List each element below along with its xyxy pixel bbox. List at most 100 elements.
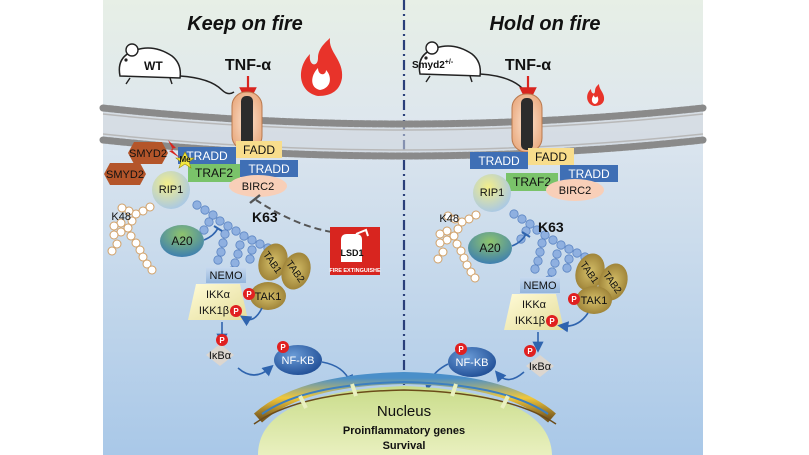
tnf-receptor-right [511,93,543,153]
mouse-label: WT [144,59,163,73]
ikba-right: IκBα [526,355,554,377]
svg-text:P: P [549,317,555,326]
tab1-right: TAB1 [575,253,605,291]
svg-text:RIP1: RIP1 [159,184,183,196]
svg-text:RIP1: RIP1 [480,187,504,199]
svg-text:FADD: FADD [243,143,275,157]
traf2: TRAF2 [188,164,240,182]
svg-text:SMYD2: SMYD2 [129,148,167,160]
svg-text:NF-KB: NF-KB [456,357,489,369]
k63-chain [192,200,273,276]
phospho-nfkb: P [277,341,289,353]
nemo-right: NEMO [520,277,560,293]
fadd: FADD [236,141,282,158]
smyd2-bottom: SMYD2 [104,163,146,185]
svg-text:TRAF2: TRAF2 [513,175,551,189]
phospho-tak1: P [243,288,255,300]
phospho-nfkb-right: P [455,343,467,355]
nucleus [253,371,557,455]
svg-text:IKK1β: IKK1β [199,305,229,317]
svg-text:IκBα: IκBα [529,361,552,373]
lightning-icon [168,140,180,158]
a20-inhibition [203,227,219,241]
ikba-nfkb-arrow [237,364,274,377]
svg-text:IKKα: IKKα [522,299,547,311]
lsd1-extinguisher: LSD1 FIRE EXTINGUISHE [329,227,381,275]
nemo: NEMO [206,267,246,283]
svg-text:IKKα: IKKα [206,289,231,301]
svg-text:A20: A20 [479,241,501,255]
fadd-right: FADD [528,148,574,165]
nucleus-label: Nucleus [377,403,431,420]
k63-label-right: K63 [538,219,564,235]
phospho-tak1-right: P [568,293,580,305]
svg-text:P: P [458,345,464,354]
tak1-ikk-arrow-right [557,312,589,333]
tak1-ikk-arrow [239,307,263,327]
phospho-ikba-right: P [524,345,536,357]
nfkb: NF-KB [274,345,322,375]
a20-inhibition-bar-right [521,231,531,238]
left-title: Keep on fire [187,13,303,35]
svg-text:NF-KB: NF-KB [282,355,315,367]
svg-text:TRADD: TRADD [568,167,610,181]
tradd-right-right: TRADD [560,165,618,182]
mouse-icon [118,43,235,95]
svg-text:BIRC2: BIRC2 [242,181,274,193]
svg-text:IKK1β: IKK1β [515,315,545,327]
tradd-right: TRADD [240,160,298,177]
svg-text:P: P [527,347,533,356]
tak1: TAK1 [250,282,286,310]
svg-text:TAK1: TAK1 [255,291,282,303]
rip1-right: RIP1 [473,174,511,212]
svg-text:SMYD2: SMYD2 [106,169,144,181]
svg-text:FIRE EXTINGUISHE: FIRE EXTINGUISHE [329,268,381,274]
k48-label: K48 [111,211,131,223]
mouse-icon-right [418,41,535,93]
svg-text:LSD1: LSD1 [340,248,363,258]
k63-label: K63 [252,209,278,225]
tak1-right: TAK1 [576,286,612,314]
k48-label-right: K48 [439,213,459,225]
birc2-right: BIRC2 [546,179,604,201]
svg-text:IκBα: IκBα [209,350,232,362]
svg-text:TRADD: TRADD [248,162,290,176]
a20-inhibition-right [511,233,527,247]
mouse-label-right: Smyd2+/- [412,59,454,71]
lsd1-inhibition [255,199,333,233]
k63-chain-right [509,209,590,285]
a20: A20 [160,225,204,257]
svg-text:NEMO: NEMO [524,280,557,292]
flame-small-icon [587,84,605,106]
svg-text:P: P [233,307,239,316]
svg-text:P: P [280,343,286,352]
methylation-star: Me [175,151,195,169]
tab2: TAB2 [281,252,311,290]
svg-text:TAK1: TAK1 [581,295,608,307]
svg-text:BIRC2: BIRC2 [559,185,591,197]
traf2-right: TRAF2 [506,173,558,191]
svg-text:Me: Me [179,155,191,164]
tab1: TAB1 [258,243,288,281]
birc2: BIRC2 [229,175,287,197]
svg-text:TRAF2: TRAF2 [195,166,233,180]
ikba-nfkb-arrow-right [494,370,525,383]
svg-text:A20: A20 [171,234,193,248]
tradd-left-right: TRADD [470,152,528,169]
phospho-ikba: P [216,334,228,346]
svg-text:TRADD: TRADD [478,154,520,168]
k48-chain [107,202,157,275]
ikba: IκBα [206,344,234,366]
nfkb-right: NF-KB [448,347,496,377]
flame-icon [300,38,343,96]
survival-label: Survival [383,440,426,452]
lsd1-inhibition-bar [249,194,261,204]
genes-label: Proinflammatory genes [343,425,465,437]
right-title: Hold on fire [489,13,600,35]
svg-text:P: P [219,336,225,345]
ligand-label: TNF-α [225,57,271,74]
tradd-left: TRADD [178,147,236,164]
phospho-ikk-right: P [546,315,558,327]
svg-text:P: P [571,295,577,304]
